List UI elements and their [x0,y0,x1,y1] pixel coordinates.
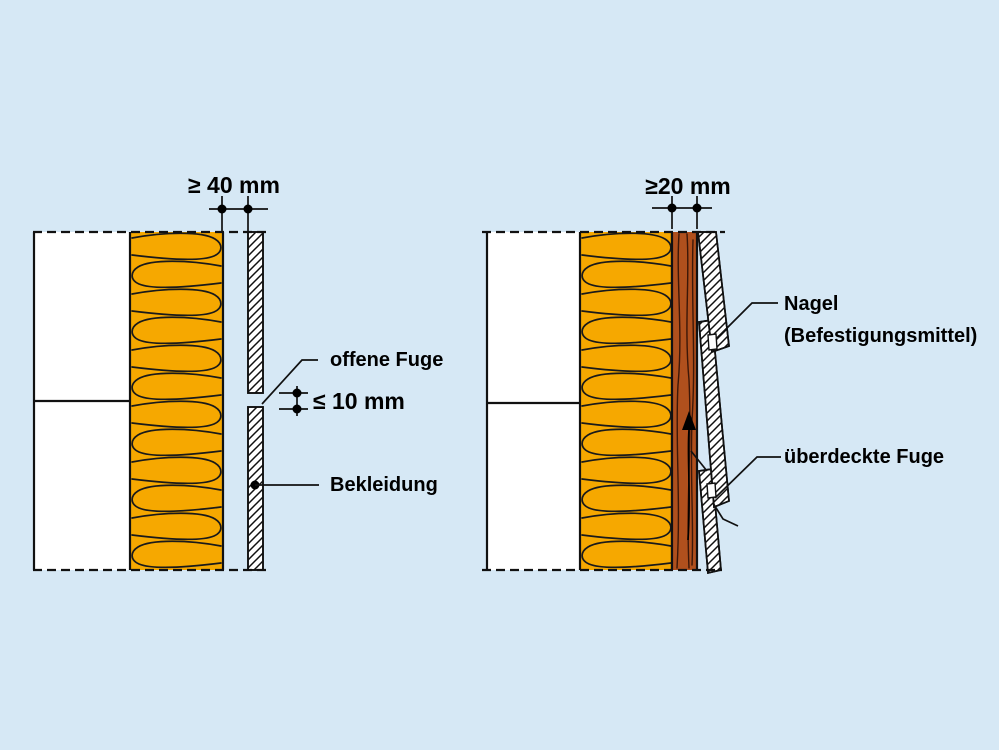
covered-joint-leader-inner [690,450,708,472]
covered-joint-label: überdeckte Fuge [784,446,944,468]
right-wall-section: ≥20 mm Nagel (Befestigungsmittel) überde… [482,173,977,575]
open-joint-label: offene Fuge [330,349,443,371]
cladding-label: Bekleidung [330,474,438,496]
dimension-dot [292,388,302,398]
airflow-arrow-icon [682,411,696,541]
dimension-dot [217,204,227,214]
covered-joint-callout: überdeckte Fuge [690,446,944,527]
nail-leader-line [716,302,778,339]
open-joint-leader-line [261,359,318,405]
dimension-20mm-text: ≥20 mm [645,173,731,199]
nail-upper [707,333,718,351]
dimension-40mm-text: ≥ 40 mm [188,172,280,198]
dimension-dot [243,204,253,214]
nail-label-line1: Nagel [784,293,838,315]
dimension-10mm: ≤ 10 mm [279,386,405,416]
dimension-20mm: ≥20 mm [645,173,731,229]
open-joint-callout: offene Fuge [261,349,443,405]
dimension-dot [292,404,302,414]
wall-panel [486,232,580,570]
cladding-callout: Bekleidung [250,474,438,496]
dimension-40mm: ≥ 40 mm [188,172,280,231]
nail-label-line2: (Befestigungsmittel) [784,325,977,347]
nail-callout: Nagel (Befestigungsmittel) [716,293,977,347]
left-wall-section: ≥ 40 mm offene Fuge ≤ 10 mm Bekleidung [32,172,443,572]
dimension-dot [692,203,702,213]
covered-joint-leader-lower [712,502,739,527]
dimension-10mm-text: ≤ 10 mm [313,388,405,414]
dimension-dot [667,203,677,213]
covered-joint-leader-line [714,456,781,499]
nail-lower [706,482,717,499]
cladding-board-upper-hatch [247,231,264,394]
